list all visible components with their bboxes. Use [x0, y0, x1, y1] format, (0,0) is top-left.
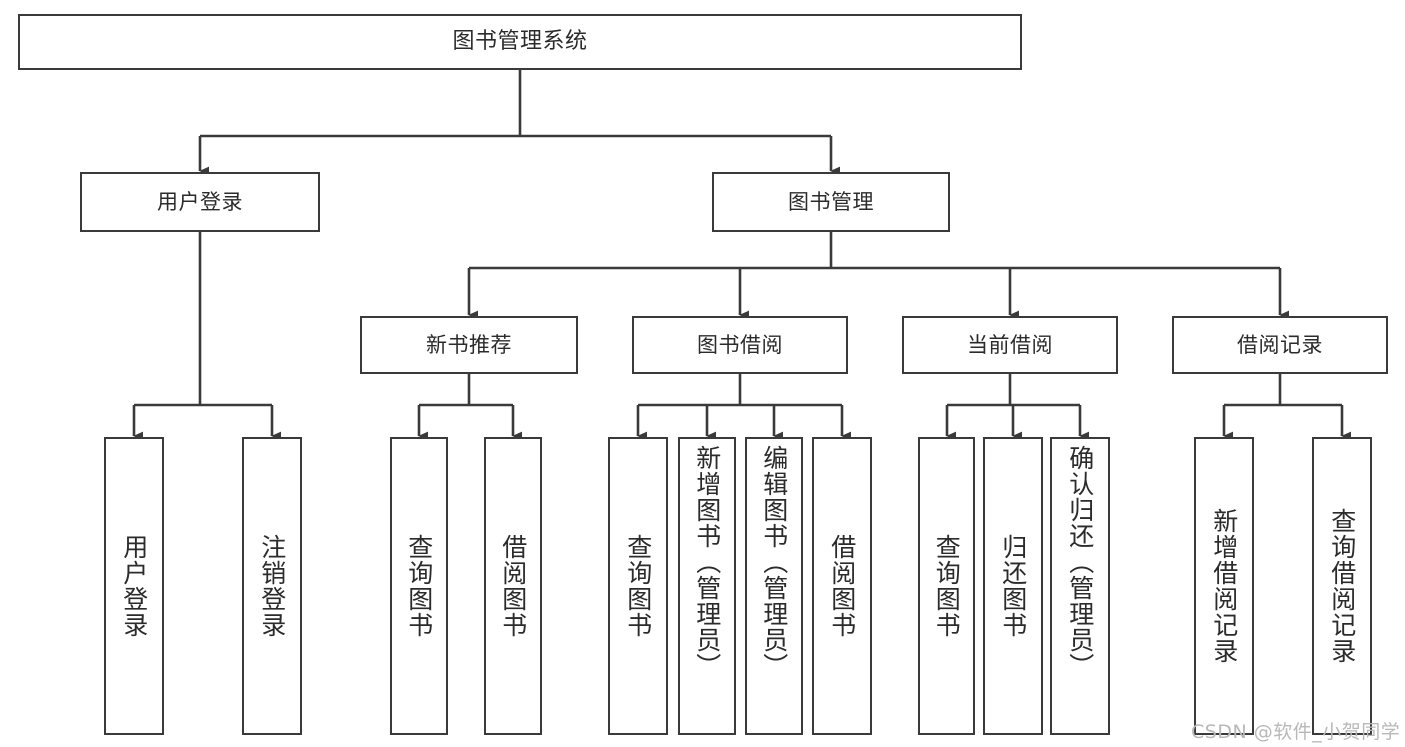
node-root-system-label: 图书管理系统: [452, 29, 588, 55]
node-borrow-record[interactable]: 借阅记录: [1172, 316, 1388, 374]
node-leaf-user-logout-label: 注销登录: [257, 534, 287, 638]
node-leaf-query-book-1-label: 查询图书: [404, 534, 434, 638]
node-book-manage[interactable]: 图书管理: [712, 172, 950, 232]
node-user-login[interactable]: 用户登录: [80, 172, 320, 232]
node-leaf-query-book-2-label: 查询图书: [623, 534, 653, 638]
node-leaf-add-book-admin-label: 新增图书（管理员）: [692, 445, 722, 679]
node-leaf-confirm-return-admin[interactable]: 确认归还（管理员）: [1050, 437, 1110, 735]
node-book-borrow-label: 图书借阅: [697, 332, 783, 357]
node-book-borrow[interactable]: 图书借阅: [632, 316, 848, 374]
node-leaf-query-book-3-label: 查询图书: [932, 534, 962, 638]
node-leaf-query-borrow-record[interactable]: 查询借阅记录: [1312, 437, 1372, 735]
node-leaf-borrow-book-1[interactable]: 借阅图书: [484, 437, 542, 735]
node-leaf-confirm-return-admin-label: 确认归还（管理员）: [1065, 445, 1095, 679]
node-current-borrow[interactable]: 当前借阅: [902, 316, 1118, 374]
node-leaf-edit-book-admin-label: 编辑图书（管理员）: [759, 445, 789, 679]
node-leaf-query-borrow-record-label: 查询借阅记录: [1327, 508, 1357, 664]
node-leaf-borrow-book-2[interactable]: 借阅图书: [812, 437, 872, 735]
node-leaf-return-book-label: 归还图书: [998, 534, 1028, 638]
node-leaf-add-borrow-record-label: 新增借阅记录: [1209, 508, 1239, 664]
node-leaf-user-login[interactable]: 用户登录: [104, 437, 164, 735]
node-new-book-rec[interactable]: 新书推荐: [360, 316, 578, 374]
node-current-borrow-label: 当前借阅: [967, 332, 1053, 357]
node-book-manage-label: 图书管理: [788, 189, 874, 214]
node-leaf-query-book-2[interactable]: 查询图书: [608, 437, 668, 735]
node-user-login-label: 用户登录: [157, 189, 243, 214]
node-leaf-borrow-book-2-label: 借阅图书: [827, 534, 857, 638]
node-leaf-user-logout[interactable]: 注销登录: [242, 437, 302, 735]
node-leaf-query-book-1[interactable]: 查询图书: [390, 437, 448, 735]
node-new-book-rec-label: 新书推荐: [426, 332, 512, 357]
node-leaf-query-book-3[interactable]: 查询图书: [918, 437, 975, 735]
node-leaf-user-login-label: 用户登录: [119, 534, 149, 638]
node-leaf-add-book-admin[interactable]: 新增图书（管理员）: [678, 437, 736, 735]
node-borrow-record-label: 借阅记录: [1237, 332, 1323, 357]
csdn-watermark: CSDN @软件_小贺同学: [1191, 721, 1401, 743]
node-root-system[interactable]: 图书管理系统: [18, 14, 1022, 70]
node-leaf-return-book[interactable]: 归还图书: [983, 437, 1043, 735]
node-leaf-edit-book-admin[interactable]: 编辑图书（管理员）: [745, 437, 803, 735]
node-leaf-add-borrow-record[interactable]: 新增借阅记录: [1194, 437, 1254, 735]
node-leaf-borrow-book-1-label: 借阅图书: [498, 534, 528, 638]
